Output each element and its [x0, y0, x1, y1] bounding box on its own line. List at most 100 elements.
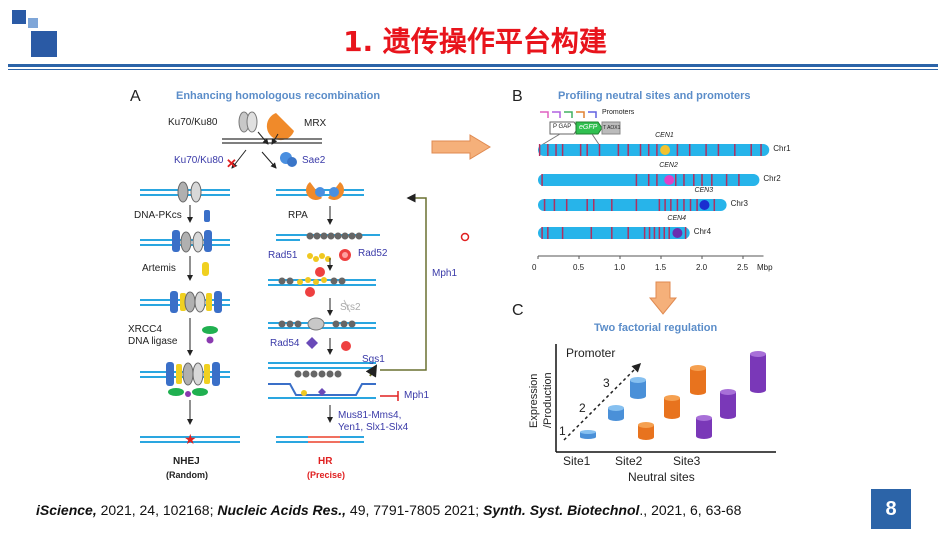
label-hr: HR [318, 456, 333, 467]
cyl-site3-p3 [690, 365, 706, 395]
chromosome-3 [538, 199, 727, 211]
chromosome-label-2: Chr2 [763, 174, 781, 183]
label-level-1: 1 [559, 424, 566, 438]
centromere-4 [672, 228, 683, 238]
cyl-site3-p2 [664, 395, 680, 419]
chromosome-label-3: Chr3 [730, 199, 748, 208]
chromosome-label-1: Chr1 [773, 144, 791, 153]
citation-journal-1: iScience, [36, 502, 97, 518]
cyl-site4-p3 [750, 351, 766, 393]
centromere-3 [699, 200, 710, 210]
label-sae2: Sae2 [302, 155, 326, 166]
hr-srs2-strand [268, 317, 376, 331]
arrow-a-to-b [431, 134, 491, 160]
title-rule [8, 64, 938, 67]
axis-tick-label: 0 [532, 263, 537, 272]
centromere-label-2: CEN2 [659, 162, 678, 169]
label-site2: Site2 [615, 454, 643, 468]
nhej-dna-4 [140, 362, 230, 397]
citation: iScience, 2021, 24, 102168; Nucleic Acid… [36, 502, 741, 518]
panel-b-letter: B [512, 88, 523, 105]
label-hr-sub: (Precise) [307, 470, 346, 480]
label-egfp: eGFP [579, 124, 598, 131]
label-ku70-top: Ku70/Ku80 [168, 117, 218, 128]
label-mph1-inhibit: Mph1 [404, 390, 430, 401]
citation-ref-1: 2021, 24, 102168; [96, 502, 218, 518]
cyl-site4-p1 [696, 415, 712, 439]
nhej-dna-3 [140, 291, 230, 313]
ku-ring-top [238, 111, 258, 133]
label-ku70-crossed: Ku70/Ku80 [174, 155, 224, 166]
inhibit-x-icon: ✕ [226, 156, 237, 171]
label-site1: Site1 [563, 454, 591, 468]
panel-c-title: Two factorial regulation [594, 322, 718, 334]
arrow-b-to-c [648, 281, 678, 315]
label-artemis: Artemis [142, 263, 176, 274]
logo-square-main [31, 31, 57, 57]
panel-b-title: Profiling neutral sites and promoters [558, 90, 751, 102]
label-y-axis-2: /Production [542, 372, 554, 428]
rad54-icon [306, 337, 318, 349]
centromere-label-1: CEN1 [655, 132, 674, 139]
citation-journal-3: Synth. Syst. Biotechnol [483, 502, 640, 518]
citation-journal-2: Nucleic Acids Res., [217, 502, 347, 518]
hr-dna-1 [276, 182, 364, 201]
cyl-site1-p1 [580, 430, 596, 439]
label-srs2: Srs2 [340, 302, 361, 313]
nhej-dna-final: ★ [140, 431, 240, 447]
label-mph1-side: Mph1 [432, 268, 458, 279]
promoter-construct [539, 111, 621, 147]
hr-rad51-strand [268, 267, 376, 297]
nhej-dna-2 [140, 230, 230, 253]
star-icon: ★ [184, 431, 197, 447]
axis-tick-label: 0.5 [573, 263, 585, 272]
citation-ref-2: 49, 7791-7805 2021; [346, 502, 484, 518]
label-rpa: RPA [288, 210, 308, 221]
label-xrcc4: XRCC4 [128, 324, 162, 335]
promoter-axis [563, 362, 642, 441]
rad52-icon [339, 249, 351, 261]
label-nhej-sub: (Random) [166, 470, 208, 480]
label-site3: Site3 [673, 454, 701, 468]
page-number: 8 [871, 489, 911, 529]
label-rad51: Rad51 [268, 250, 298, 261]
label-y-axis-1: Expression [528, 373, 540, 428]
label-mrx: MRX [304, 118, 327, 129]
label-mus81: Mus81-Mms4, [338, 410, 402, 421]
label-promoter: Promoter [566, 346, 616, 360]
cyl-site4-p2 [720, 389, 736, 419]
axis-tick-label: 1.0 [614, 263, 626, 272]
label-term: T AOX1 [603, 125, 621, 131]
label-dna-pkcs: DNA-PKcs [134, 210, 182, 221]
panel-c-letter: C [512, 302, 524, 319]
label-pgap: P GAP [553, 124, 572, 130]
hr-dna-final [276, 436, 364, 443]
axis-tick-label: 1.5 [655, 263, 667, 272]
label-rad52: Rad52 [358, 248, 388, 259]
label-dna-ligase: DNA ligase [128, 336, 178, 347]
label-nhej: NHEJ [173, 456, 200, 467]
logo-square-light [28, 18, 38, 28]
slide-title: 1. 遗传操作平台构建 [343, 25, 607, 58]
mph1-loop [380, 193, 427, 371]
axis-unit: Mbp [757, 263, 773, 272]
panel-a-letter: A [130, 88, 141, 105]
centromere-2 [664, 175, 675, 185]
axis-tick-label: 2.0 [696, 263, 708, 272]
citation-ref-3: ., 2021, 6, 63-68 [639, 502, 742, 518]
label-level-3: 3 [603, 376, 610, 390]
label-sgs1: Sgs1 [362, 354, 385, 365]
centromere-label-4: CEN4 [667, 215, 687, 222]
hr-rpa-strand [276, 232, 380, 241]
label-yen1: Yen1, Slx1-Slx4 [338, 422, 409, 433]
centromere-label-3: CEN3 [694, 187, 714, 194]
chromosome-label-4: Chr4 [693, 227, 712, 236]
centromere-1 [660, 145, 671, 155]
cyl-site2-p3 [630, 377, 646, 399]
panel-a-title: Enhancing homologous recombination [176, 90, 381, 102]
pointer-dot [460, 232, 470, 242]
